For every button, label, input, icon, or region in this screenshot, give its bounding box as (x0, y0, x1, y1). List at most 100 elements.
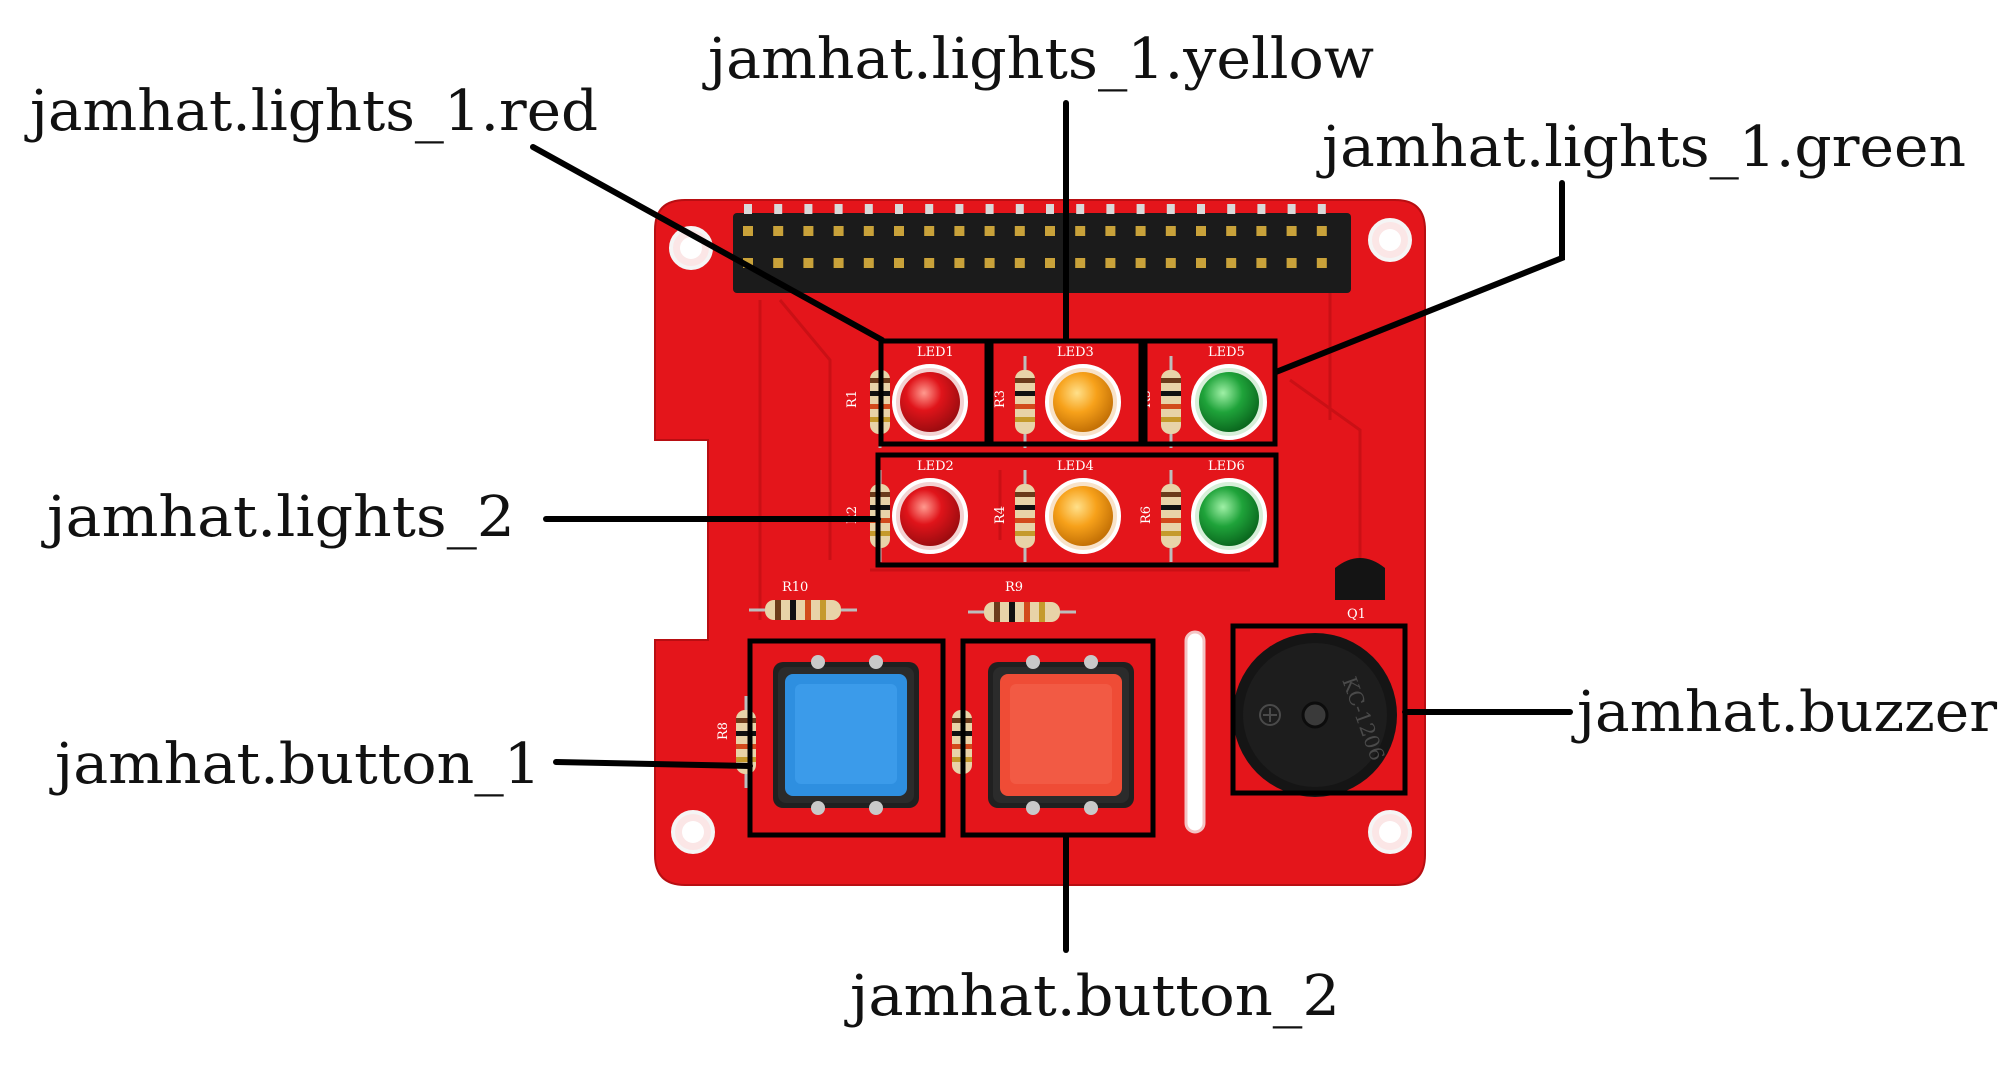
push-button-blue (773, 655, 919, 815)
silk-led6: LED6 (1208, 459, 1245, 474)
header-pin-tip (744, 204, 752, 214)
label-button-2: jamhat.button_2 (844, 964, 1340, 1029)
header-pin-tip (1227, 204, 1236, 214)
leds (892, 364, 1267, 554)
box-lights-1-red (878, 338, 990, 447)
callout-labels: jamhat.lights_1.red jamhat.lights_1.yell… (24, 27, 1997, 1029)
resistor (749, 600, 857, 620)
header-pin (924, 226, 935, 236)
header-pin-tip (1197, 204, 1205, 214)
led-green-1 (1191, 364, 1267, 440)
resistor (1015, 356, 1035, 448)
header-pin (1045, 258, 1055, 268)
header-pin (1105, 258, 1116, 268)
leader-lights-1-green (1273, 180, 1565, 375)
header-pin (1256, 258, 1267, 268)
silk-r6: R6 (1139, 506, 1154, 524)
header-pin (1075, 226, 1086, 236)
led-red-2 (892, 478, 968, 554)
gpio-header (733, 204, 1351, 293)
header-pin-tip (804, 204, 813, 214)
header-pin-tip (895, 204, 903, 214)
header-pin (773, 258, 784, 268)
header-pin-tip (1166, 204, 1175, 214)
header-pin (1165, 258, 1176, 268)
resistor (1161, 356, 1181, 448)
header-pin-tip (1287, 204, 1296, 214)
box-lights-1-green (1142, 338, 1278, 447)
header-pin-tip (1076, 204, 1085, 214)
header-pin (1226, 226, 1237, 236)
silkscreen-labels: LED1 LED3 LED5 LED2 LED4 LED6 R1 R3 R5 R… (716, 345, 1366, 740)
push-button-red (988, 655, 1134, 815)
silk-led4: LED4 (1057, 459, 1094, 474)
led-yellow-1 (1045, 364, 1121, 440)
header-pin (1316, 226, 1327, 236)
silk-q1: Q1 (1347, 607, 1366, 622)
header-pin (1014, 226, 1025, 236)
header-pin-tip (834, 204, 843, 214)
label-lights-2: jamhat.lights_2 (41, 485, 515, 550)
header-pin-tip (1136, 204, 1145, 214)
header-pin-tip (1046, 204, 1054, 214)
silk-led1: LED1 (917, 345, 954, 360)
silk-r1: R1 (845, 390, 860, 408)
header-pin (1226, 258, 1237, 268)
leader-lights-1-red (530, 144, 885, 343)
header-pin (1135, 226, 1146, 236)
header-pin (803, 258, 814, 268)
silk-r10: R10 (782, 580, 808, 595)
header-pin (1196, 258, 1206, 268)
led-yellow-2 (1045, 478, 1121, 554)
silk-r4: R4 (993, 506, 1008, 524)
label-lights-1-green: jamhat.lights_1.green (1316, 115, 1966, 180)
header-pin-tip (1317, 204, 1326, 214)
silk-led2: LED2 (917, 459, 954, 474)
header-pin-tip (1257, 204, 1266, 214)
header-pin (743, 226, 753, 236)
header-pin (803, 226, 814, 236)
header-pin-tip (1015, 204, 1024, 214)
buzzer: KC-1206 (1233, 633, 1397, 797)
header-pin (833, 226, 844, 236)
silk-led5: LED5 (1208, 345, 1245, 360)
mounting-holes (669, 218, 1412, 854)
resistor (1161, 470, 1181, 562)
resistor (968, 602, 1076, 622)
label-lights-1-yellow: jamhat.lights_1.yellow (702, 27, 1374, 92)
header-pin (1135, 258, 1146, 268)
header-pin-tip (774, 204, 783, 214)
leader-button-1 (553, 759, 753, 769)
label-buzzer: jamhat.buzzer (1571, 680, 1997, 745)
header-pin (1075, 258, 1086, 268)
header-pin (1105, 226, 1116, 236)
silk-led3: LED3 (1057, 345, 1094, 360)
header-pin (773, 226, 784, 236)
led-red-1 (892, 364, 968, 440)
header-pin (924, 258, 935, 268)
header-pin (894, 226, 904, 236)
transistor-q1 (1335, 558, 1385, 600)
box-button-2 (960, 638, 1156, 838)
header-pin-tip (925, 204, 934, 214)
leader-lines (530, 100, 1573, 953)
header-pin (984, 258, 995, 268)
header-pin (863, 258, 874, 268)
header-pin (1045, 226, 1055, 236)
silk-r8: R8 (716, 722, 731, 740)
header-pin (1014, 258, 1025, 268)
led-green-2 (1191, 478, 1267, 554)
silk-r9: R9 (1005, 580, 1023, 595)
label-button-1: jamhat.button_1 (49, 732, 541, 797)
header-pin (1165, 226, 1176, 236)
header-pin (954, 226, 965, 236)
silk-r3: R3 (993, 390, 1008, 408)
header-pin (833, 258, 844, 268)
box-lights-2 (875, 452, 1279, 568)
resistor (1015, 470, 1035, 562)
header-pin (954, 258, 965, 268)
header-pin (863, 226, 874, 236)
header-pin (1256, 226, 1267, 236)
header-pin-tip (1106, 204, 1115, 214)
